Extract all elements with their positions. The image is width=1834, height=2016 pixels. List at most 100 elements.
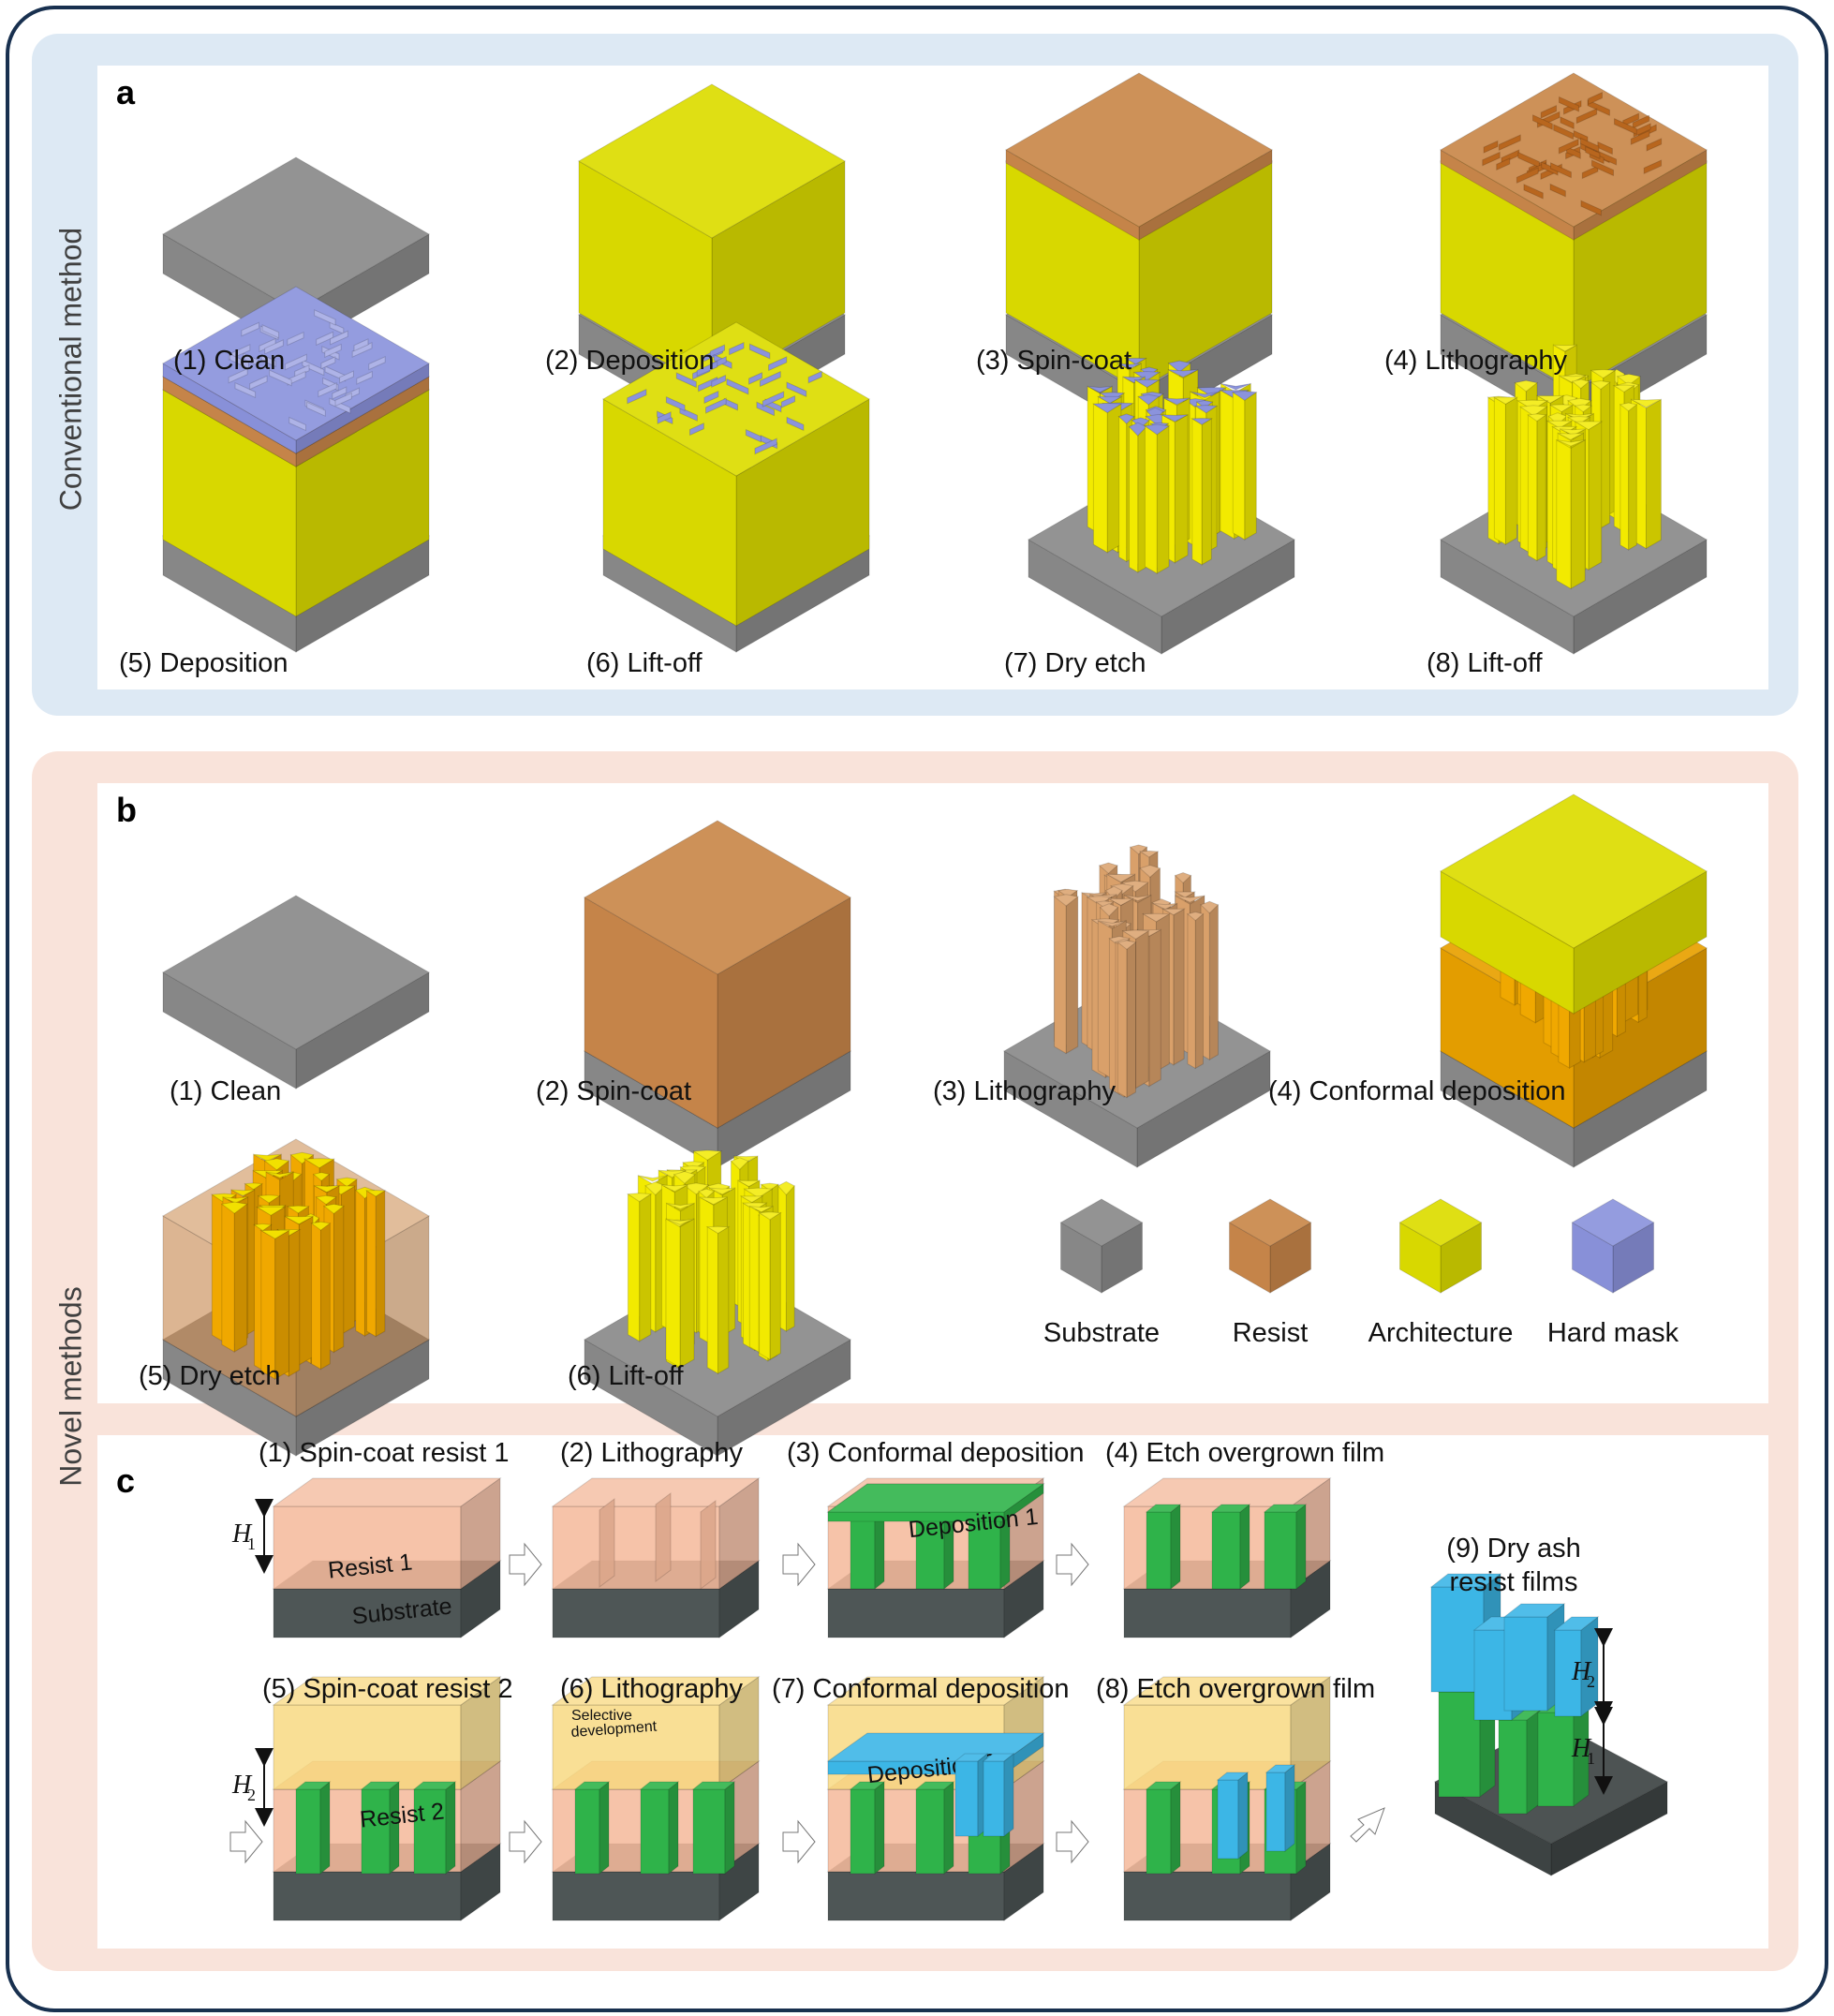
c9-green-2-front <box>1537 1712 1575 1807</box>
b3-pillar-right <box>1194 912 1204 1070</box>
a7-pillar-cap <box>1087 385 1113 393</box>
a6-mark <box>729 341 745 356</box>
a6-mark <box>807 370 822 384</box>
b5-pillar-cap <box>244 1182 264 1191</box>
a4-mark <box>1579 137 1600 153</box>
c-step-5: (5) Spin-coat resist 2 <box>262 1674 513 1704</box>
a5-mark <box>261 324 280 339</box>
a5-mark <box>306 401 326 417</box>
b5-pillar-cap <box>310 1221 332 1231</box>
c7-green-1-side <box>943 1780 954 1875</box>
b6-pillar-cap <box>692 1149 723 1161</box>
a5-mark <box>284 353 307 371</box>
b3-pillar-left <box>1054 896 1067 1055</box>
b-step-5: (5) Dry etch <box>139 1361 280 1391</box>
a5-mark <box>356 370 373 385</box>
b3-pillar-cap <box>1124 895 1152 902</box>
a-step-4: (4) Lithography <box>1384 346 1568 376</box>
c6-selective-label-1: Selective <box>571 1708 632 1724</box>
c4-green-1-front <box>1211 1511 1241 1590</box>
b3-pillar-cap <box>1161 908 1187 916</box>
c7-blue-col-0-front <box>954 1760 979 1837</box>
legend-resist-swatch-top <box>1228 1198 1312 1247</box>
c7-deposition-slab-top <box>826 1732 1045 1762</box>
legend-resist-label: Resist <box>1233 1318 1309 1348</box>
a6-mark <box>780 394 796 408</box>
b5-pillar-cap <box>259 1229 291 1239</box>
c4-layer0-front <box>1123 1588 1292 1638</box>
b6-pillar-cap <box>730 1157 749 1171</box>
b6-pillar-cap <box>776 1180 795 1196</box>
c3-layer0-front <box>827 1588 1005 1638</box>
a4-resist-left <box>1440 149 1575 241</box>
b5-pillar-left <box>365 1190 377 1338</box>
a6-mark <box>754 437 777 455</box>
a5-mark <box>249 375 268 391</box>
b6-pillar-cap <box>673 1171 696 1185</box>
b3-pillar-right <box>1126 941 1136 1099</box>
c8-layer2-top <box>1122 1676 1332 1706</box>
c8-green-0-front <box>1146 1788 1172 1875</box>
c8-blue-col-0-top <box>1216 1771 1250 1781</box>
a8-pillar-cap <box>1548 404 1575 413</box>
c-step-3: (3) Conformal deposition <box>787 1438 1085 1468</box>
b-step-3: (3) Lithography <box>933 1076 1117 1106</box>
c8-green-2-side <box>1295 1780 1307 1875</box>
a-step-1: (1) Clean <box>173 346 285 376</box>
b3-pillar-left <box>1117 941 1128 1099</box>
a3-resist-left <box>1005 149 1140 241</box>
a8-pillar-cap <box>1556 439 1586 447</box>
a6-mark <box>745 428 762 443</box>
b5-pillar-cap <box>255 1206 287 1216</box>
a6-mark <box>762 391 785 408</box>
a5-mark <box>228 367 248 384</box>
c-step-9-line2: resist films <box>1450 1567 1578 1597</box>
a5-mark <box>324 343 342 359</box>
b3-pillar-right <box>1135 929 1149 1090</box>
c1-h1-label: H <box>231 1519 253 1549</box>
b6-pillar-cap <box>644 1181 667 1196</box>
c4-green-0-side <box>1170 1503 1181 1591</box>
c6-green-2-front <box>692 1788 726 1875</box>
b6-pillar-left <box>665 1218 681 1369</box>
a6-mark <box>711 374 727 389</box>
a7-pillar-left <box>1232 391 1246 541</box>
b-step-2: (2) Spin-coat <box>536 1076 691 1106</box>
a8-pillar-cap <box>1492 396 1519 405</box>
b5-pillar-cap <box>286 1205 310 1214</box>
a8-pillar-cap <box>1571 378 1590 390</box>
c-step-4: (4) Etch overgrown film <box>1105 1438 1384 1468</box>
a8-pillar-cap <box>1619 402 1638 412</box>
a7-pillar-cap <box>1168 369 1199 378</box>
a4-mark <box>1590 159 1615 177</box>
b5-pillar-left <box>355 1189 365 1337</box>
a8-pillar-cap <box>1553 344 1577 352</box>
b3-pillar-right <box>1148 928 1161 1088</box>
b6-pillar-cap <box>699 1196 728 1206</box>
c-step-2: (2) Lithography <box>560 1438 744 1468</box>
c9-green-1-front <box>1498 1719 1528 1815</box>
a7-pillar-left <box>1129 425 1139 573</box>
c6-green-0-front <box>574 1788 600 1875</box>
c3-deposition-slab-top <box>826 1483 1045 1513</box>
a7-pillar-left <box>1118 415 1128 563</box>
a8-pillar-right <box>1536 414 1546 562</box>
a5-mark <box>320 356 336 370</box>
b6-pillar-cap <box>709 1187 735 1195</box>
a4-mark <box>1558 138 1579 155</box>
a8-pillar-left <box>1556 438 1572 590</box>
a4-mark <box>1523 184 1544 200</box>
a4-mark <box>1597 141 1613 156</box>
a8-pillar-left <box>1620 403 1630 551</box>
b6-pillar-right <box>785 1185 795 1332</box>
a5-mark <box>229 353 250 369</box>
b5-pillar-cap <box>312 1172 331 1181</box>
a6-mark <box>709 344 726 358</box>
a7-pillar-cap <box>1190 391 1220 398</box>
c8-blue-col-1-top <box>1265 1764 1296 1773</box>
c4-green-1-side <box>1239 1503 1250 1591</box>
a5-mark <box>260 353 276 368</box>
a6-mark <box>688 422 704 437</box>
a4-mark <box>1516 167 1539 185</box>
b6-pillar-cap <box>626 1193 653 1203</box>
